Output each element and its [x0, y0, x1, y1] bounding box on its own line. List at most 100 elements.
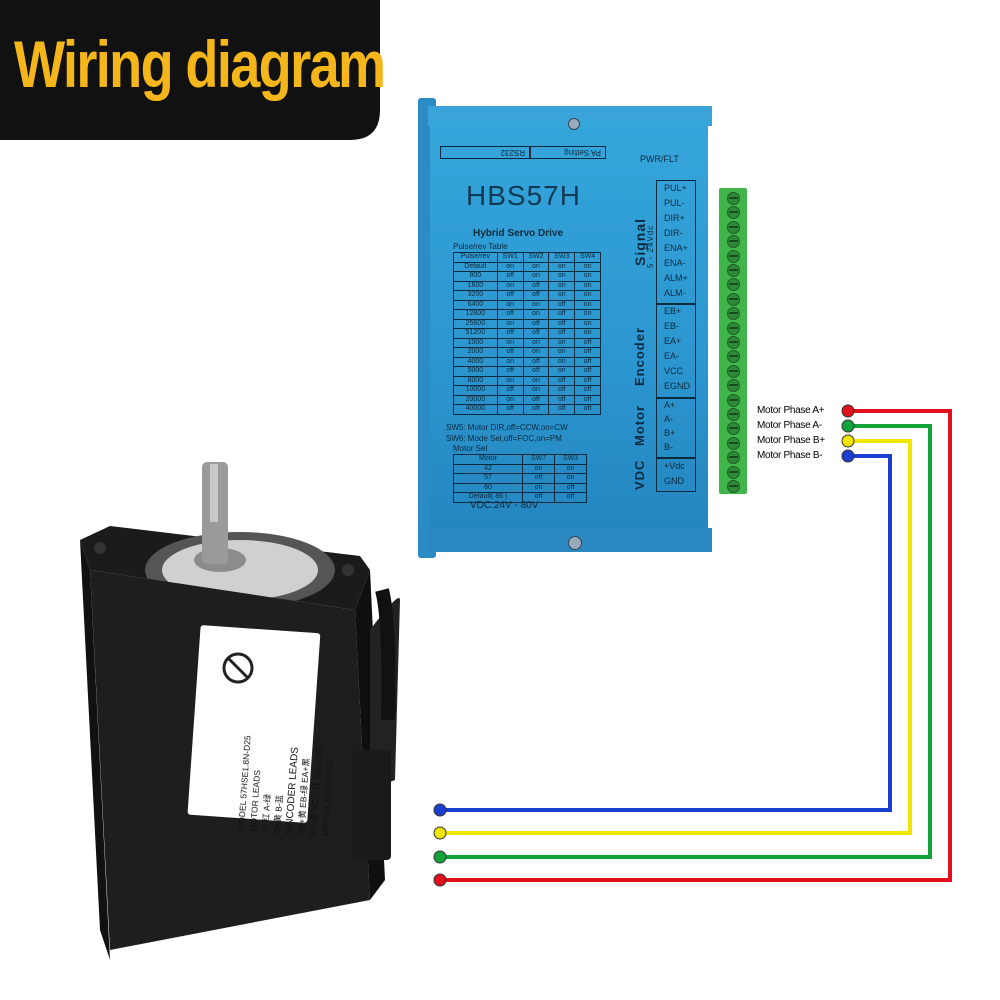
motor-table-cell: on: [554, 473, 587, 484]
pulse-table-cell: on: [496, 356, 524, 367]
vdc-label: VDC: [632, 459, 647, 490]
motor-table-cell: SW3: [554, 454, 587, 465]
encoder-pin-label: EB+: [664, 306, 682, 316]
pulse-table-cell: 10000: [453, 385, 498, 396]
banner-title: Wiring diagram: [14, 27, 386, 101]
sw5-note: SW5: Motor DIR,off=CCW,on=CW: [446, 423, 568, 432]
terminal-screw-icon: [727, 292, 740, 306]
pulse-table-cell: on: [496, 337, 524, 348]
motor-label-plate: [187, 625, 321, 823]
motor-table-cell: Motor: [452, 454, 524, 465]
pulse-table-cell: on: [574, 299, 601, 310]
pulse-table-cell: on: [574, 328, 601, 339]
terminal-screw-icon: [727, 336, 740, 349]
pulse-table-cell: off: [522, 356, 550, 367]
pulse-table-cell: off: [496, 347, 524, 358]
pulse-table-cell: on: [522, 347, 550, 358]
encoder-connector: [353, 750, 391, 860]
pulse-table-title: Pulse/rev Table: [453, 242, 508, 251]
pulse-table-cell: 40000: [453, 404, 498, 415]
terminal-screw-icon: [727, 206, 740, 220]
pulse-table-cell: SW3: [548, 252, 576, 263]
wire-endpoint: [433, 826, 447, 840]
wire-endpoint: [433, 873, 447, 887]
pulse-table-cell: 3200: [453, 290, 498, 301]
motor-table-cell: Default( 86 ): [452, 492, 524, 503]
pulse-table-cell: on: [548, 337, 576, 348]
banner-background: [0, 0, 380, 140]
encoder-pin-label: VCC: [664, 366, 684, 376]
pulse-table-cell: 4000: [453, 356, 498, 367]
pulse-table-cell: on: [548, 261, 576, 272]
terminal-screw-icon: [727, 480, 740, 493]
pulse-table-cell: on: [496, 318, 524, 329]
power-pin-box: [656, 458, 696, 492]
motor-table-cell: on: [522, 463, 555, 474]
motor-table-cell: 57: [452, 473, 524, 484]
wire-endpoint: [841, 404, 855, 418]
encoder-pin-label: EA+: [664, 336, 682, 346]
motor-sel-title: Motor Sel: [453, 444, 488, 453]
pulse-table-cell: off: [574, 385, 601, 396]
power-pin-label: GND: [664, 476, 684, 486]
pulse-table-cell: off: [548, 328, 576, 339]
screw-icon: [568, 118, 580, 130]
pulse-table-cell: off: [496, 290, 524, 301]
pulse-table-cell: on: [548, 271, 576, 282]
encoder-label: Encoder: [632, 326, 647, 386]
terminal-screw-icon: [727, 321, 740, 335]
screw-icon: [568, 536, 582, 550]
terminal-screw-icon: [727, 436, 740, 450]
motor-table-cell: on: [554, 463, 587, 474]
drive-top-edge: [428, 106, 712, 126]
signal-pin-label: DIR+: [664, 213, 685, 223]
pulse-table-cell: 1000: [453, 337, 498, 348]
motor-table-cell: off: [522, 473, 555, 484]
signal-pin-box: [656, 180, 696, 304]
pulse-table-cell: on: [548, 347, 576, 358]
title-banner: Wiring diagram: [0, 0, 386, 140]
encoder-pin-label: EB-: [664, 321, 680, 331]
motor-label-line: A+红 A-绿: [260, 793, 273, 833]
motor-table-cell: off: [554, 492, 587, 503]
phase-label: Motor Phase A-: [757, 420, 822, 431]
motor-table-cell: 42: [452, 463, 524, 474]
pulse-table-cell: on: [574, 271, 601, 282]
motor-label-line: MOTOR LEADS: [248, 769, 262, 832]
pulse-table-cell: 51200: [453, 328, 498, 339]
motor-pin-label: B+: [664, 428, 676, 438]
pulse-table-cell: off: [522, 366, 550, 377]
motor-table-cell: SW7: [522, 454, 555, 465]
pulse-table-cell: off: [522, 394, 550, 405]
wire-endpoint: [841, 419, 855, 433]
pulse-table-cell: on: [574, 318, 601, 329]
terminal-screw-icon: [727, 307, 740, 321]
pulse-table-cell: on: [548, 366, 576, 377]
terminal-screw-icon: [727, 249, 740, 263]
motor-label-line: B+黄 B-蓝: [272, 794, 285, 834]
wire-endpoint: [433, 850, 447, 864]
pulse-table-cell: on: [496, 299, 524, 310]
pulse-table-cell: off: [522, 328, 550, 339]
pulse-table-cell: 6400: [453, 299, 498, 310]
pulse-table-cell: off: [496, 404, 524, 415]
pulse-table-cell: off: [548, 404, 576, 415]
pulse-table-cell: off: [548, 299, 576, 310]
terminal-screw-icon: [727, 364, 740, 378]
wire-endpoint: [433, 803, 447, 817]
pulse-table-cell: off: [574, 366, 601, 377]
pulse-table-cell: off: [548, 394, 576, 405]
pulse-table-cell: 2000: [453, 347, 498, 358]
pulse-table-cell: 8000: [453, 375, 498, 386]
pulse-table-cell: on: [548, 290, 576, 301]
